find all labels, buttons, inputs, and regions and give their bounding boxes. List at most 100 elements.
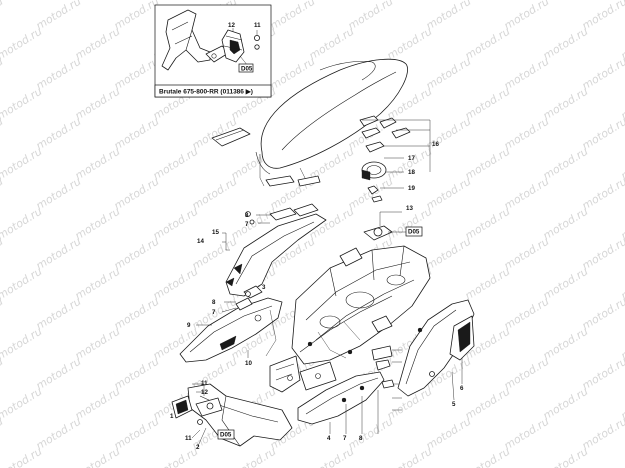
callout-15: 15	[212, 229, 219, 236]
watermark-text: motod.ru	[112, 355, 162, 393]
d05-box-lower	[217, 429, 235, 440]
watermark-text: motod.ru	[541, 205, 591, 243]
watermark-text: motod.ru	[541, 145, 591, 183]
watermark-text: motod.ru	[346, 0, 396, 33]
fastener-13	[363, 211, 406, 241]
callout-17: 17	[408, 155, 415, 162]
leader-4-7-8	[329, 390, 379, 434]
watermark-text: motod.ru	[463, 25, 513, 63]
lower-left-panel	[179, 285, 283, 363]
watermark-text: motod.ru	[151, 445, 201, 468]
watermark-text: motod.ru	[0, 265, 44, 303]
watermark-text: motod.ru	[73, 325, 123, 363]
watermark-text: motod.ru	[385, 445, 435, 468]
callout-14: 14	[197, 238, 204, 245]
watermark-text: motod.ru	[424, 415, 474, 453]
watermark-text: motod.ru	[0, 205, 44, 243]
watermark-text: motod.ru	[73, 385, 123, 423]
watermark-text: motod.ru	[73, 145, 123, 183]
callout-10: 10	[245, 360, 252, 367]
watermark-text: motod.ru	[424, 0, 474, 33]
leader-right-stack	[392, 349, 402, 411]
watermark-text: motod.ru	[463, 205, 513, 243]
watermark-text: motod.ru	[34, 295, 84, 333]
watermark-text: motod.ru	[424, 175, 474, 213]
watermark-text: motod.ru	[580, 415, 625, 453]
watermark-text: motod.ru	[34, 355, 84, 393]
watermark-text: motod.ru	[580, 55, 625, 93]
callout-1: 1	[170, 413, 174, 420]
watermark-text: motod.ru	[34, 415, 84, 453]
watermark-text: motod.ru	[34, 55, 84, 93]
inset-callout-11: 11	[254, 22, 261, 29]
watermark-text: motod.ru	[580, 235, 625, 273]
watermark-text: motod.ru	[112, 415, 162, 453]
watermark-text: motod.ru	[0, 325, 44, 363]
watermark-text: motod.ru	[0, 0, 5, 33]
callout-d05-lower: D05	[220, 432, 232, 439]
watermark-text: motod.ru	[502, 235, 552, 273]
watermark-text: motod.ru	[229, 445, 279, 468]
upper-side-panel	[225, 203, 327, 297]
watermark-text: motod.ru	[268, 0, 318, 33]
watermark-text: motod.ru	[463, 385, 513, 423]
watermark-text: motod.ru	[151, 145, 201, 183]
watermark-text: motod.ru	[73, 265, 123, 303]
watermark-text: motod.ru	[463, 265, 513, 303]
seat-drawing	[211, 58, 408, 187]
callout-d05-upper: D05	[408, 229, 420, 236]
watermark-text: motod.ru	[502, 55, 552, 93]
rear-subframe-drawing	[269, 245, 431, 393]
watermark-text: motod.ru	[424, 55, 474, 93]
watermark-text: motod.ru	[190, 175, 240, 213]
watermark-text: motod.ru	[73, 85, 123, 123]
watermark-text: motod.ru	[34, 115, 84, 153]
d05-box-upper	[405, 226, 423, 237]
watermark-text: motod.ru	[580, 0, 625, 33]
leader-8-7-9	[196, 301, 237, 326]
watermark-text: motod.ru	[73, 445, 123, 468]
inset-callout-d05: D05	[241, 66, 253, 73]
callout-12: 12	[201, 389, 208, 396]
watermark-text: motod.ru	[0, 25, 44, 63]
watermark-text: motod.ru	[541, 265, 591, 303]
watermark-text: motod.ru	[112, 235, 162, 273]
watermark-text: motod.ru	[541, 25, 591, 63]
callout-3: 3	[262, 284, 266, 291]
leader-11-2	[191, 427, 207, 447]
watermark-text: motod.ru	[385, 145, 435, 183]
watermark-text: motod.ru	[463, 85, 513, 123]
watermark-text: motod.ru	[580, 355, 625, 393]
callout-6: 6	[460, 385, 464, 392]
watermark-text: motod.ru	[0, 85, 44, 123]
watermark-text: motod.ru	[112, 295, 162, 333]
callout-11-top: 11	[201, 380, 208, 387]
watermark-text: motod.ru	[541, 445, 591, 468]
callout-7-lower: 7	[343, 435, 347, 442]
watermark-text: motod.ru	[502, 175, 552, 213]
callout-8-mid: 8	[212, 299, 216, 306]
watermark-text: motod.ru	[502, 0, 552, 33]
watermark-text: motod.ru	[580, 175, 625, 213]
watermark-text: motod.ru	[346, 175, 396, 213]
watermark-text: motod.ru	[502, 355, 552, 393]
watermark-text: motod.ru	[0, 0, 44, 3]
watermark-text: motod.ru	[112, 175, 162, 213]
callout-2: 2	[196, 444, 200, 451]
seat-rubber-pads	[359, 115, 411, 203]
callout-9: 9	[187, 322, 191, 329]
callout-13: 13	[406, 205, 413, 212]
callout-4: 4	[327, 435, 331, 442]
watermark-text: motod.ru	[112, 115, 162, 153]
inset-callout-12: 12	[228, 22, 235, 29]
leader-11-12	[192, 383, 205, 396]
watermark-text: motod.ru	[34, 175, 84, 213]
right-tail-panel	[397, 299, 475, 397]
callout-7-upper: 7	[245, 221, 249, 228]
watermark-text: motod.ru	[151, 205, 201, 243]
inset-caption: Brutale 675-800-RR (011386 ▶)	[159, 89, 253, 96]
lower-center-shroud	[297, 345, 395, 425]
leader-16	[362, 119, 431, 172]
callout-8-lower: 8	[359, 435, 363, 442]
